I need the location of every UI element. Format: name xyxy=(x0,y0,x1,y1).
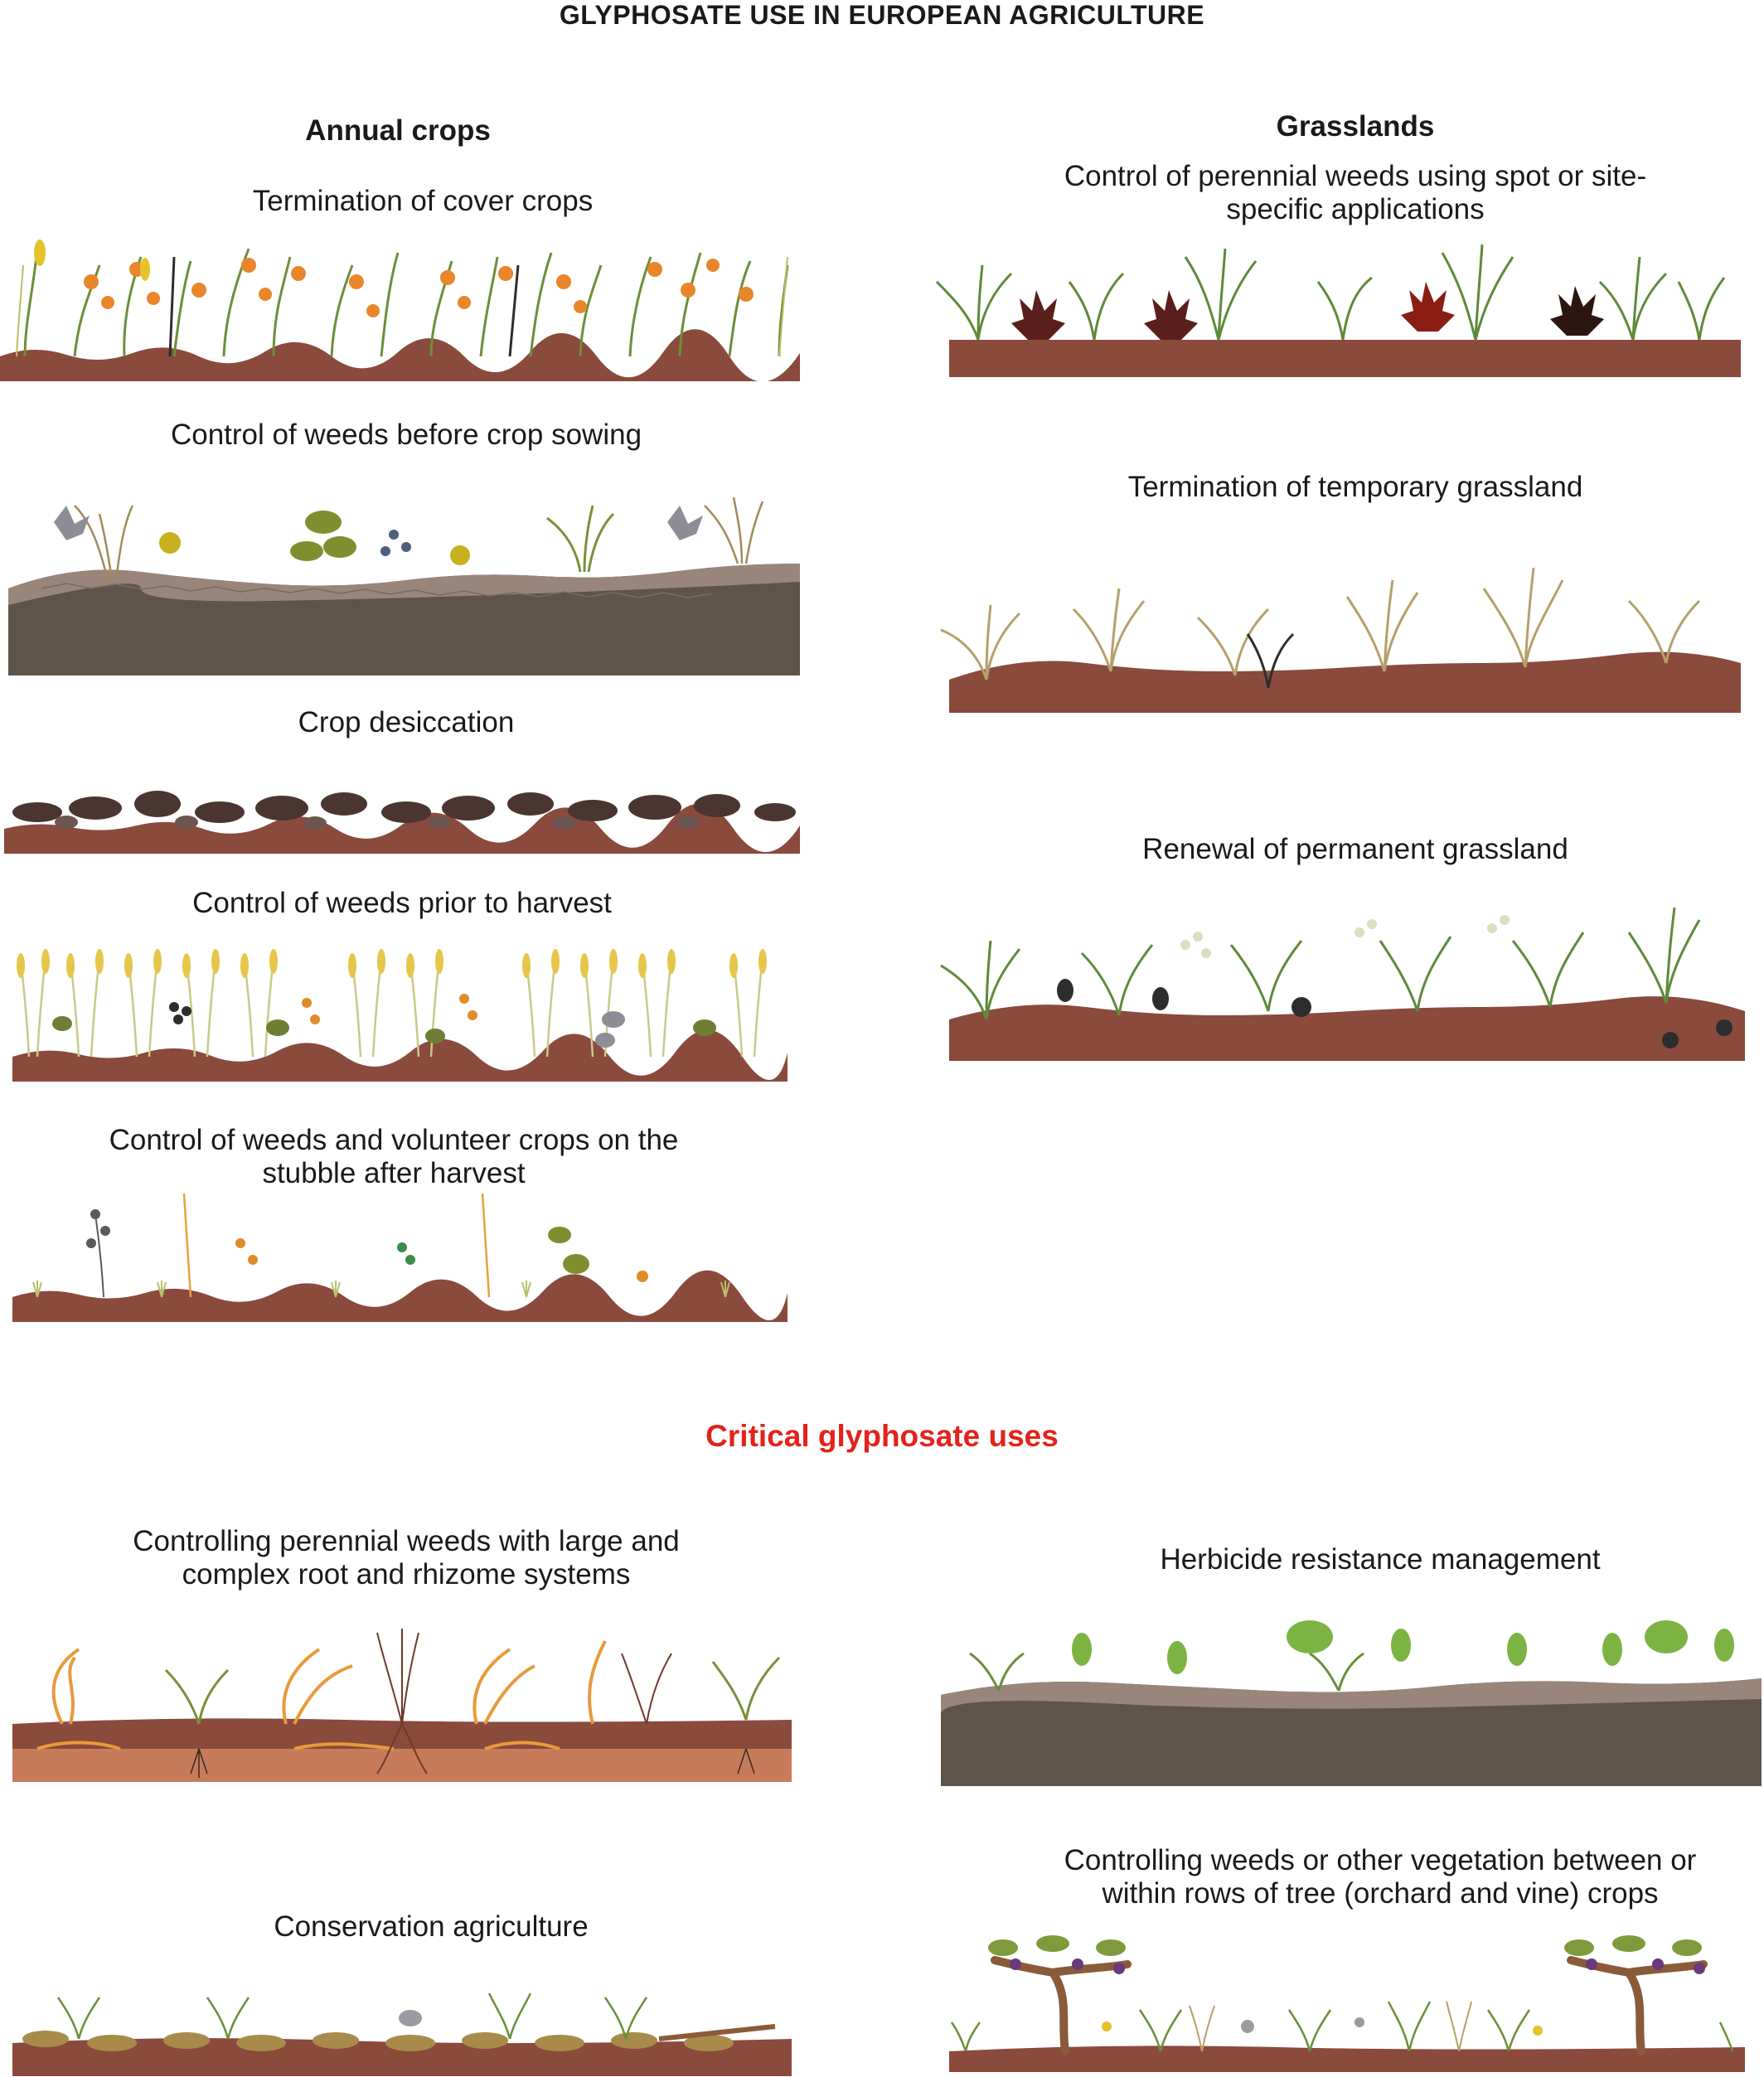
label-rhizome-line1: Controlling perennial weeds with large a… xyxy=(133,1525,680,1557)
scene-spot-application xyxy=(928,232,1749,381)
critical-uses-heading: Critical glyphosate uses xyxy=(705,1419,1059,1453)
scene-pre-harvest xyxy=(12,945,792,1082)
figure-title: GLYPHOSATE USE IN EUROPEAN AGRICULTURE xyxy=(559,0,1205,30)
label-rhizome: Controlling perennial weeds with large a… xyxy=(58,1525,754,1591)
scene-orchard-vine xyxy=(945,1923,1753,2076)
label-conservation: Conservation agriculture xyxy=(274,1910,589,1943)
label-pre-sowing: Control of weeds before crop sowing xyxy=(170,419,642,451)
label-orchard-vine-line1: Controlling weeds or other vegetation be… xyxy=(1064,1844,1697,1876)
label-permanent-grassland: Renewal of permanent grassland xyxy=(1142,833,1568,865)
label-cover-crops: Termination of cover crops xyxy=(252,185,594,217)
annual-crops-heading: Annual crops xyxy=(305,114,491,147)
label-pre-harvest: Control of weeds prior to harvest xyxy=(192,887,612,919)
label-orchard-vine: Controlling weeds or other vegetation be… xyxy=(995,1844,1764,1910)
scene-stubble xyxy=(12,1193,792,1322)
label-orchard-vine-line2: within rows of tree (orchard and vine) c… xyxy=(1102,1877,1659,1910)
scene-conservation xyxy=(12,1981,800,2076)
scene-rhizome xyxy=(12,1624,792,1790)
scene-permanent-grassland xyxy=(920,895,1749,1065)
scene-desiccation xyxy=(4,771,804,854)
label-stubble-line2: stubble after harvest xyxy=(262,1157,526,1189)
label-spot-application: Control of perennial weeds using spot or… xyxy=(978,160,1732,226)
label-temporary-grassland: Termination of temporary grassland xyxy=(1127,471,1583,503)
scene-cover-crops xyxy=(0,232,804,381)
scene-pre-sowing xyxy=(8,472,804,675)
scene-resistance xyxy=(937,1591,1764,1790)
scene-temporary-grassland xyxy=(920,564,1749,717)
label-desiccation: Crop desiccation xyxy=(298,706,515,738)
grasslands-heading: Grasslands xyxy=(1276,110,1435,143)
label-stubble-line1: Control of weeds and volunteer crops on … xyxy=(109,1124,679,1156)
label-stubble: Control of weeds and volunteer crops on … xyxy=(50,1124,738,1190)
label-spot-application-line2: specific applications xyxy=(1226,193,1485,225)
label-resistance: Herbicide resistance management xyxy=(1160,1543,1601,1576)
label-spot-application-line1: Control of perennial weeds using spot or… xyxy=(1064,160,1647,192)
label-rhizome-line2: complex root and rhizome systems xyxy=(182,1558,631,1590)
